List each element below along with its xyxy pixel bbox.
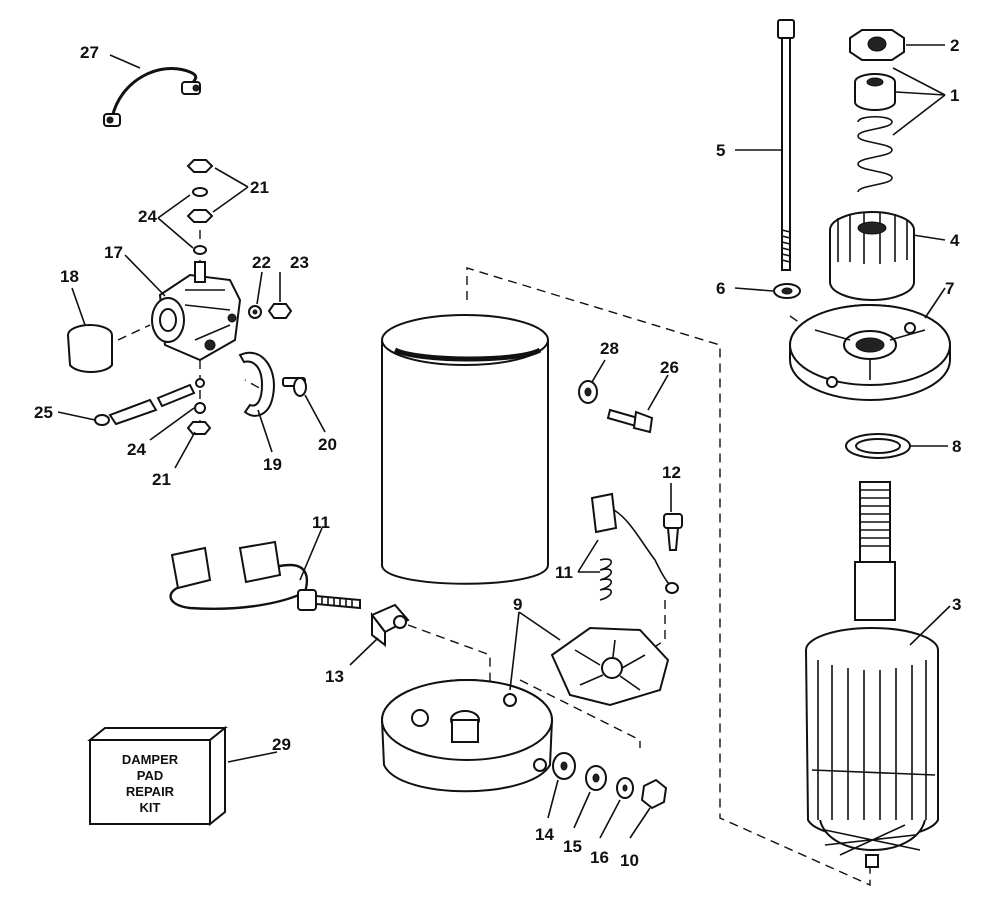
callout-15: 15: [563, 837, 582, 856]
solenoid-assembly-part: [151, 159, 242, 435]
battery-cable-part: [103, 67, 201, 127]
callout-27: 27: [80, 43, 99, 62]
callout-22: 22: [252, 253, 271, 272]
callout-21-top: 21: [250, 178, 269, 197]
callout-26: 26: [660, 358, 679, 377]
callout-20: 20: [318, 435, 337, 454]
bolt-washer-part: [773, 283, 801, 299]
kit-line-3: REPAIR: [126, 784, 175, 799]
callout-14: 14: [535, 825, 554, 844]
brush-holder-part: [550, 626, 670, 707]
callout-4: 4: [950, 231, 960, 250]
callout-17: 17: [104, 243, 123, 262]
drive-pinion-gear-part: [829, 211, 915, 301]
thrust-washer-part: [845, 433, 911, 459]
callout-1: 1: [950, 86, 959, 105]
callout-6: 6: [716, 279, 725, 298]
callout-3: 3: [952, 595, 961, 614]
callout-16: 16: [590, 848, 609, 867]
kit-line-1: DAMPER: [122, 752, 179, 767]
through-bolt-part: [777, 19, 795, 271]
callout-18: 18: [60, 267, 79, 286]
callout-11-left: 11: [312, 513, 330, 532]
small-washer-nut-parts: [248, 303, 293, 319]
drive-end-cap-part: [789, 304, 951, 401]
terminal-washer-nut-parts: [552, 752, 668, 810]
connector-lead-part: [94, 383, 196, 426]
callout-13: 13: [325, 667, 344, 686]
callout-29: 29: [272, 735, 291, 754]
pinion-nut-part: [849, 29, 905, 61]
callout-24-top: 24: [138, 207, 157, 226]
terminal-insulator-part: [370, 603, 410, 648]
kit-line-2: PAD: [137, 768, 163, 783]
callout-23: 23: [290, 253, 309, 272]
armature-part: [805, 481, 939, 868]
callout-10: 10: [620, 851, 639, 870]
repair-kit-box: [87, 725, 228, 827]
frame-bolt-part: [606, 408, 654, 434]
commutator-end-cap-part: [381, 679, 553, 793]
brush-spring-part: [590, 492, 679, 601]
callout-5: 5: [716, 141, 725, 160]
callout-25: 25: [34, 403, 53, 422]
spacer-spring-part: [854, 73, 896, 193]
callout-labels: 27 21 24 17 18 22 23 25 24 21 19 20 11 1…: [34, 36, 961, 870]
callout-9: 9: [513, 595, 522, 614]
callout-2: 2: [950, 36, 959, 55]
field-frame-cylinder-part: [381, 314, 549, 585]
callout-7: 7: [945, 279, 954, 298]
callout-19: 19: [263, 455, 282, 474]
callout-28: 28: [600, 339, 619, 358]
callout-11-right: 11: [555, 563, 573, 582]
damper-ring-part: [67, 324, 113, 373]
callout-12: 12: [662, 463, 681, 482]
callout-24-bottom: 24: [127, 440, 146, 459]
callout-8: 8: [952, 437, 961, 456]
callout-leader-lines: [57, 44, 951, 839]
frame-washer-part: [578, 380, 598, 404]
callout-21-bottom: 21: [152, 470, 171, 489]
kit-line-4: KIT: [140, 800, 161, 815]
bracket-screw-part: [282, 377, 307, 397]
brush-screw-part: [663, 513, 683, 551]
brush-lead-assembly-part: [169, 540, 361, 611]
repair-kit-label: DAMPER PAD REPAIR KIT: [122, 752, 179, 815]
bracket-part: [238, 351, 275, 417]
